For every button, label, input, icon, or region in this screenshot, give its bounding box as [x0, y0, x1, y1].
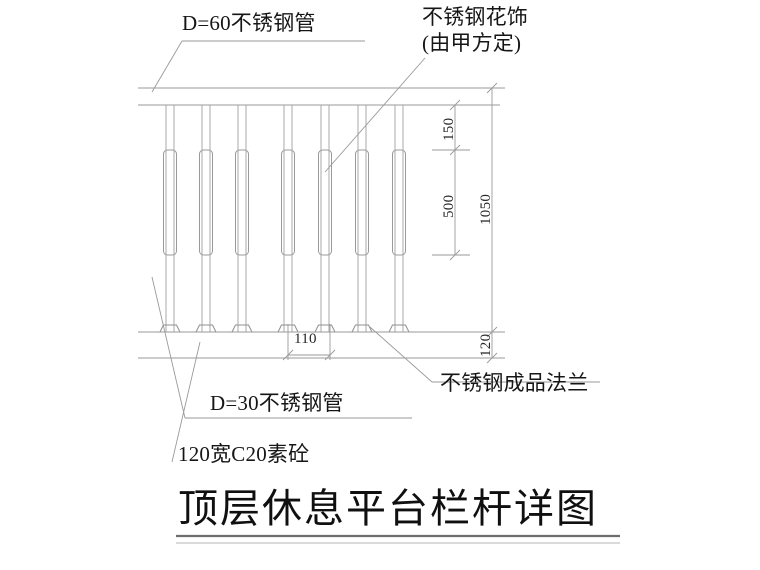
- ornament-body-2: [199, 149, 213, 256]
- annotation-handrail: D=60不锈钢管: [182, 11, 316, 35]
- dim-110-group: [282, 324, 336, 361]
- dim-110-tick-left: [282, 349, 294, 361]
- page-title: 顶层休息平台栏杆详图: [178, 486, 598, 531]
- flange-7: [388, 324, 410, 333]
- flange-3: [231, 324, 253, 333]
- annotation-ornament: 不锈钢花饰 (由甲方定): [422, 4, 528, 56]
- leader-ornament-slant: [324, 57, 426, 173]
- ornament-body-4: [281, 149, 295, 256]
- leader-baluster-slant: [151, 276, 186, 419]
- baluster-3: [231, 105, 253, 333]
- baluster-7: [388, 105, 410, 333]
- flange-5: [314, 324, 336, 333]
- ornament-body-7: [392, 149, 406, 256]
- dimension-150: 150: [441, 117, 457, 141]
- platform-group: [138, 331, 500, 359]
- ornament-body-6: [355, 149, 369, 256]
- flange-6: [351, 324, 373, 333]
- dimension-110: 110: [294, 331, 317, 347]
- dim-500-group: [432, 150, 470, 261]
- leader-concrete: [171, 341, 201, 463]
- dimension-500: 500: [441, 194, 457, 218]
- leader-ornament: [324, 57, 426, 173]
- leader-flange-slant: [369, 326, 433, 383]
- dim-1050-group: [470, 82, 505, 338]
- baluster-1: [159, 105, 181, 333]
- leader-concrete-slant: [171, 341, 201, 463]
- dim-150-group: [432, 99, 470, 156]
- flange-2: [195, 324, 217, 333]
- annotation-ornament-line2: (由甲方定): [422, 31, 522, 56]
- dim-1050-tick-top: [486, 82, 498, 94]
- dimension-120: 120: [478, 333, 494, 357]
- ornament-body-3: [235, 149, 249, 256]
- baluster-4: [277, 105, 299, 333]
- ornament-body-1: [163, 149, 177, 256]
- annotation-ornament-line1: 不锈钢花饰: [422, 5, 528, 29]
- leader-handrail-slant: [151, 40, 183, 93]
- dim-500-tick-bottom: [449, 249, 461, 261]
- baluster-2: [195, 105, 217, 333]
- annotation-flange: 不锈钢成品法兰: [440, 371, 589, 395]
- handrail-group: [138, 87, 500, 106]
- flange-1: [159, 324, 181, 333]
- annotation-baluster: D=30不锈钢管: [210, 391, 344, 415]
- dim-110-tick-right: [324, 349, 336, 361]
- dimension-lines-group: [282, 82, 505, 364]
- baluster-5: [314, 105, 336, 333]
- leader-lines-group: [151, 40, 600, 463]
- leader-flange: [369, 326, 600, 383]
- dimension-1050: 1050: [478, 193, 494, 225]
- ornament-body-5: [318, 149, 332, 256]
- baluster-6: [351, 105, 373, 333]
- dim-150-tick-top: [449, 99, 461, 111]
- balusters-group: [159, 105, 410, 333]
- dim-120-tick-bottom: [486, 352, 498, 364]
- leader-baluster: [151, 276, 412, 419]
- annotation-concrete: 120宽C20素砼: [178, 442, 310, 466]
- title-underline-group: [176, 534, 620, 544]
- dim-120-group: [470, 332, 505, 364]
- leader-handrail: [151, 40, 365, 93]
